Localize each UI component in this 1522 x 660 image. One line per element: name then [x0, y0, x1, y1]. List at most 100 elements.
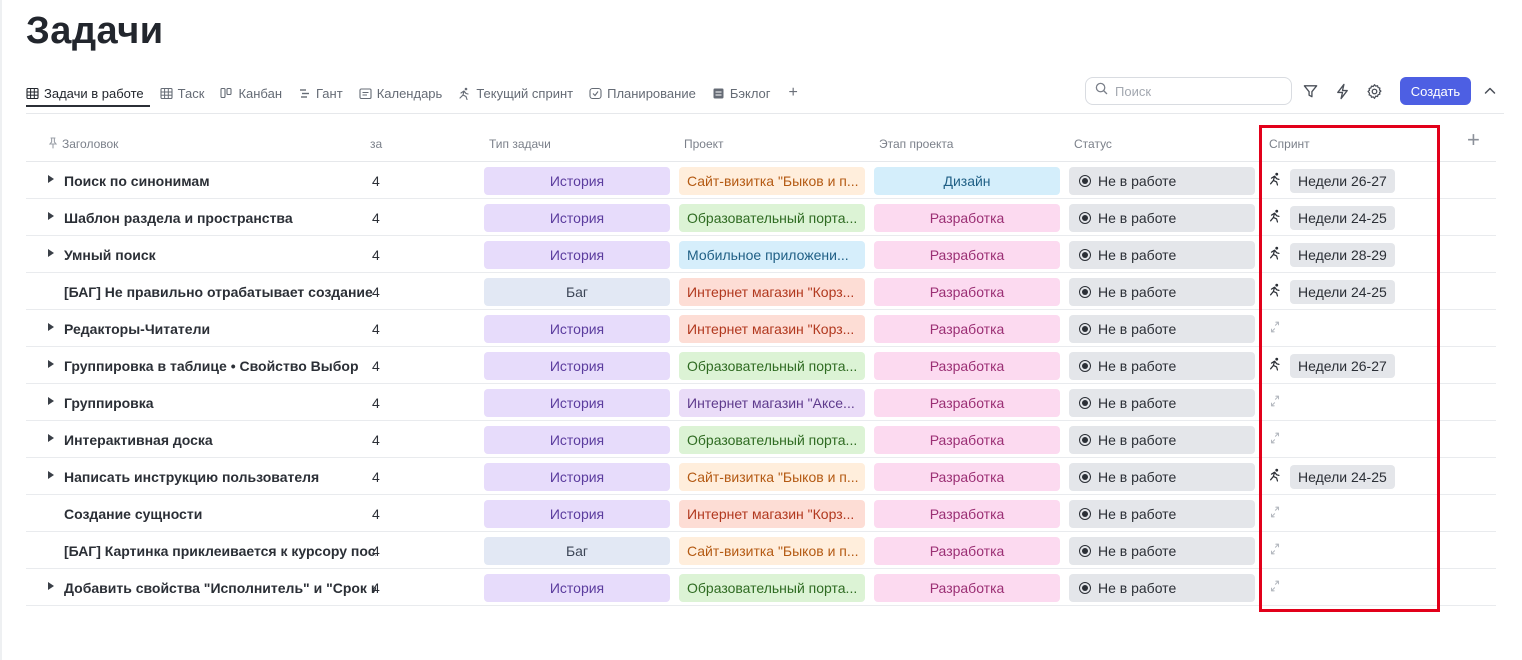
task-type-tag[interactable]: Баг: [484, 278, 670, 306]
stage-tag[interactable]: Разработка: [874, 500, 1060, 528]
status-tag[interactable]: Не в работе: [1069, 389, 1255, 417]
tab-2[interactable]: Канбан: [220, 78, 282, 108]
search-box[interactable]: [1085, 77, 1292, 105]
tab-7[interactable]: Бэклог: [712, 78, 771, 108]
column-header-sprint[interactable]: Спринт: [1269, 137, 1310, 151]
task-type-tag[interactable]: История: [484, 167, 670, 195]
project-tag[interactable]: Сайт-визитка "Быков и п...: [679, 167, 865, 195]
task-title[interactable]: Шаблон раздела и пространства: [64, 210, 293, 226]
task-title[interactable]: Создание сущности: [64, 506, 203, 522]
status-tag[interactable]: Не в работе: [1069, 537, 1255, 565]
filter-icon[interactable]: [1300, 81, 1320, 101]
status-tag[interactable]: Не в работе: [1069, 500, 1255, 528]
tab-4[interactable]: Календарь: [359, 78, 442, 108]
task-type-tag[interactable]: История: [484, 500, 670, 528]
tab-1[interactable]: Таск: [160, 78, 204, 108]
stage-tag[interactable]: Разработка: [874, 463, 1060, 491]
stage-tag[interactable]: Разработка: [874, 204, 1060, 232]
column-header-status[interactable]: Статус: [1074, 137, 1112, 151]
empty-sprint-icon[interactable]: [1268, 542, 1284, 558]
project-tag[interactable]: Образовательный порта...: [679, 426, 865, 454]
stage-tag[interactable]: Разработка: [874, 574, 1060, 602]
project-tag[interactable]: Интернет магазин "Корз...: [679, 315, 865, 343]
status-tag[interactable]: Не в работе: [1069, 315, 1255, 343]
tab-0[interactable]: Задачи в работе: [26, 78, 144, 108]
task-type-tag[interactable]: История: [484, 204, 670, 232]
project-tag[interactable]: Интернет магазин "Корз...: [679, 500, 865, 528]
stage-tag[interactable]: Разработка: [874, 389, 1060, 417]
empty-sprint-icon[interactable]: [1268, 394, 1284, 410]
empty-sprint-icon[interactable]: [1268, 579, 1284, 595]
stage-tag[interactable]: Разработка: [874, 241, 1060, 269]
task-title[interactable]: Поиск по синонимам: [64, 173, 210, 189]
stage-tag[interactable]: Разработка: [874, 278, 1060, 306]
status-tag[interactable]: Не в работе: [1069, 204, 1255, 232]
stage-tag[interactable]: Разработка: [874, 426, 1060, 454]
task-title[interactable]: Интерактивная доска: [64, 432, 213, 448]
expand-caret-icon[interactable]: [48, 434, 54, 442]
sprint-tag[interactable]: Недели 28-29: [1290, 243, 1395, 267]
task-title[interactable]: Умный поиск: [64, 247, 156, 263]
task-type-tag[interactable]: История: [484, 463, 670, 491]
project-tag[interactable]: Интернет магазин "Корз...: [679, 278, 865, 306]
add-tab-button[interactable]: +: [788, 84, 798, 101]
project-tag[interactable]: Сайт-визитка "Быков и п...: [679, 537, 865, 565]
tab-6[interactable]: Планирование: [589, 78, 696, 108]
tab-3[interactable]: Гант: [298, 78, 343, 108]
stage-tag[interactable]: Разработка: [874, 315, 1060, 343]
expand-caret-icon[interactable]: [48, 582, 54, 590]
column-header-type[interactable]: Тип задачи: [489, 137, 551, 151]
column-header-truncated[interactable]: за: [370, 137, 383, 151]
task-type-tag[interactable]: История: [484, 241, 670, 269]
gear-icon[interactable]: [1364, 81, 1384, 101]
sprint-tag[interactable]: Недели 26-27: [1290, 354, 1395, 378]
status-tag[interactable]: Не в работе: [1069, 241, 1255, 269]
table-row[interactable]: [БАГ] Картинка приклеивается к курсору п…: [26, 532, 1496, 569]
empty-sprint-icon[interactable]: [1268, 431, 1284, 447]
stage-tag[interactable]: Разработка: [874, 352, 1060, 380]
stage-tag[interactable]: Дизайн: [874, 167, 1060, 195]
sprint-tag[interactable]: Недели 24-25: [1290, 280, 1395, 304]
expand-caret-icon[interactable]: [48, 249, 54, 257]
project-tag[interactable]: Мобильное приложени...: [679, 241, 865, 269]
column-header-project[interactable]: Проект: [684, 137, 724, 151]
column-header-title[interactable]: Заголовок: [48, 137, 118, 151]
lightning-icon[interactable]: [1332, 81, 1352, 101]
task-type-tag[interactable]: История: [484, 426, 670, 454]
search-input[interactable]: [1115, 83, 1275, 99]
task-type-tag[interactable]: История: [484, 574, 670, 602]
table-row[interactable]: [БАГ] Не правильно отрабатывает создание…: [26, 273, 1496, 310]
task-title[interactable]: Группировка: [64, 395, 154, 411]
task-type-tag[interactable]: Баг: [484, 537, 670, 565]
status-tag[interactable]: Не в работе: [1069, 352, 1255, 380]
expand-caret-icon[interactable]: [48, 212, 54, 220]
sprint-tag[interactable]: Недели 24-25: [1290, 465, 1395, 489]
tab-5[interactable]: Текущий спринт: [458, 78, 573, 108]
add-column-button[interactable]: +: [1467, 127, 1480, 152]
project-tag[interactable]: Образовательный порта...: [679, 352, 865, 380]
project-tag[interactable]: Интернет магазин "Аксе...: [679, 389, 865, 417]
empty-sprint-icon[interactable]: [1268, 320, 1284, 336]
expand-caret-icon[interactable]: [48, 471, 54, 479]
project-tag[interactable]: Образовательный порта...: [679, 204, 865, 232]
expand-caret-icon[interactable]: [48, 397, 54, 405]
chevron-up-icon[interactable]: [1480, 81, 1500, 101]
column-header-stage[interactable]: Этап проекта: [879, 137, 954, 151]
task-title[interactable]: [БАГ] Картинка приклеивается к курсору п…: [64, 543, 376, 559]
table-row[interactable]: Добавить свойства "Исполнитель" и "Срок …: [26, 569, 1496, 606]
status-tag[interactable]: Не в работе: [1069, 426, 1255, 454]
sprint-tag[interactable]: Недели 24-25: [1290, 206, 1395, 230]
task-type-tag[interactable]: История: [484, 389, 670, 417]
stage-tag[interactable]: Разработка: [874, 537, 1060, 565]
project-tag[interactable]: Образовательный порта...: [679, 574, 865, 602]
task-title[interactable]: Добавить свойства "Исполнитель" и "Срок …: [64, 580, 376, 596]
task-title[interactable]: [БАГ] Не правильно отрабатывает создание…: [64, 284, 376, 300]
status-tag[interactable]: Не в работе: [1069, 574, 1255, 602]
project-tag[interactable]: Сайт-визитка "Быков и п...: [679, 463, 865, 491]
